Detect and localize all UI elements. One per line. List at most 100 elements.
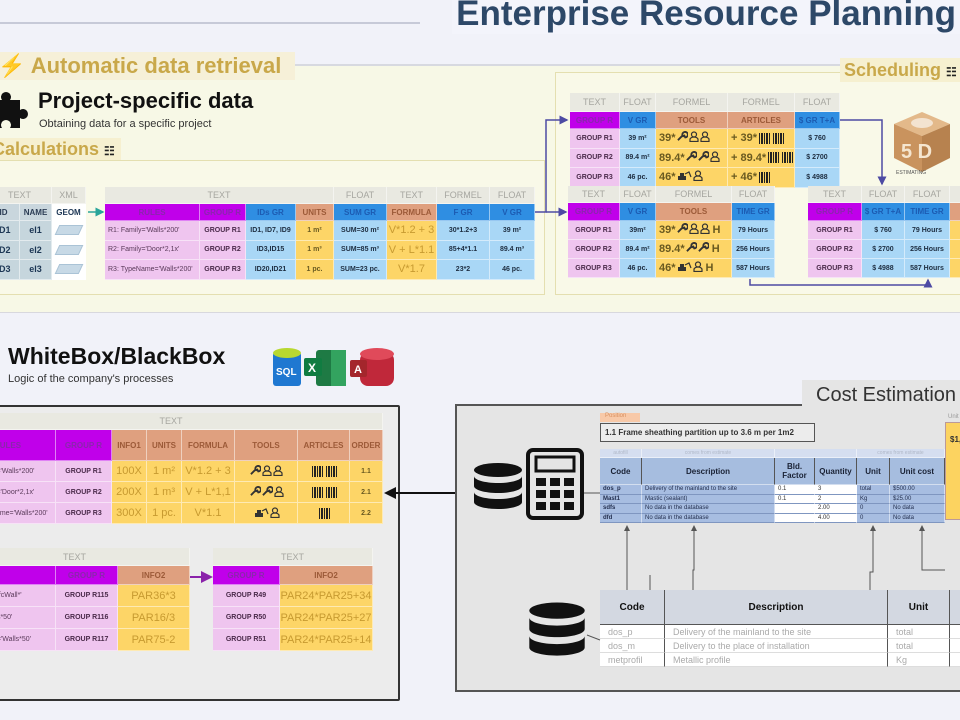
column-header[interactable]: FORMULA <box>182 430 235 461</box>
column-header[interactable]: GROUP R <box>808 203 862 221</box>
table-cell <box>775 513 815 523</box>
cell-text: 0 <box>860 514 864 521</box>
column-header[interactable]: RULES <box>0 430 56 461</box>
column-header-text: Unit <box>865 466 881 476</box>
column-header[interactable]: V GR <box>620 112 656 129</box>
table-cell: ID1 <box>0 221 20 241</box>
column-header-text: Description <box>748 601 804 613</box>
column-header[interactable]: Quantity <box>815 458 857 485</box>
cell-text: $500.00 <box>893 486 915 493</box>
cell-text: GROUP R1 <box>575 226 612 234</box>
column-header[interactable]: TOOLS <box>656 203 732 221</box>
column-header[interactable] <box>950 590 960 625</box>
barcode-icon <box>759 132 771 144</box>
column-header[interactable]: GEOM <box>52 204 86 221</box>
column-header[interactable]: ID <box>0 204 20 221</box>
column-header[interactable]: Code <box>600 590 665 625</box>
column-header[interactable]: ARTICLES <box>728 112 795 129</box>
column-header[interactable]: TIME GR <box>905 203 950 221</box>
table-cell: PAR24*PAR25+34 <box>280 585 373 607</box>
type-label-text: FLOAT <box>623 97 652 107</box>
table-cell: R3: TypeName='Walls*200' <box>0 503 56 524</box>
table-cell <box>52 240 86 260</box>
column-header[interactable]: Code <box>600 458 642 485</box>
wrench-icon <box>676 131 689 145</box>
cell-text: 39* <box>659 132 676 145</box>
column-header[interactable]: ORDER <box>350 430 383 461</box>
table-cell: 23*2 <box>437 260 490 280</box>
column-header[interactable]: Unit <box>857 458 890 485</box>
column-header[interactable]: NAME <box>20 204 52 221</box>
cell-text: PAR24*PAR25+34 <box>280 589 372 602</box>
table-cell <box>235 482 298 503</box>
cell-text: $ 4988 <box>872 264 894 272</box>
type-label-text: FORMEL <box>742 97 780 107</box>
column-header[interactable]: TIME GR <box>732 203 775 221</box>
table-cell: GROUP R3 <box>570 168 620 188</box>
type-label-text: XML <box>59 190 78 200</box>
whitebox-subtitle: Logic of the company's processes <box>8 373 174 385</box>
cell-text: el3 <box>29 264 42 275</box>
column-header[interactable]: V GR <box>620 203 656 221</box>
table-cell: 39 m² <box>620 129 656 149</box>
column-header[interactable]: F GR <box>437 204 490 221</box>
column-header[interactable]: INFO2 <box>118 566 190 585</box>
column-header[interactable]: UNITS <box>147 430 182 461</box>
table-cell: dos_p <box>600 485 642 495</box>
column-header[interactable]: $ GR T+A <box>795 112 840 129</box>
column-header[interactable]: Unit cost <box>890 458 945 485</box>
column-header[interactable]: INFO1 <box>112 430 147 461</box>
position-field[interactable]: 1.1 Frame sheathing partition up to 3.6 … <box>600 423 815 442</box>
column-header[interactable]: GROUP R <box>200 204 246 221</box>
table-cell: GROUP R51 <box>213 629 280 651</box>
column-header[interactable]: TOOLS <box>235 430 298 461</box>
column-header[interactable]: $ GR T+A <box>862 203 905 221</box>
column-header[interactable]: Unit <box>888 590 950 625</box>
column-header[interactable] <box>950 203 960 221</box>
column-header[interactable]: UNITS <box>296 204 334 221</box>
column-header[interactable] <box>0 566 56 585</box>
column-header[interactable]: Description <box>642 458 775 485</box>
table-cell: 256 Hours <box>905 240 950 259</box>
table-cell <box>52 221 86 241</box>
column-header[interactable]: GROUP R <box>568 203 620 221</box>
table-cell: No data in the database <box>642 504 775 514</box>
table-cell: 0.1 <box>775 494 815 504</box>
column-header[interactable]: TOOLS <box>656 112 728 129</box>
table-cell: GROUP R2 <box>568 240 620 259</box>
cell-text: 300X <box>116 507 142 519</box>
column-header-text: GROUP R <box>203 207 242 217</box>
column-header[interactable]: INFO2 <box>280 566 373 585</box>
column-header[interactable]: GROUP R <box>570 112 620 129</box>
cell-text: GROUP R51 <box>225 636 267 643</box>
column-header[interactable]: RULES <box>105 204 200 221</box>
cell-text: 46 pc. <box>627 173 648 181</box>
column-header[interactable]: SUM GR <box>334 204 387 221</box>
cell-text: V*1.1 <box>194 507 222 519</box>
table-cell: Mast1 <box>600 494 642 504</box>
cell-text: Delivery to the place of installation <box>673 640 810 651</box>
type-label-text: FLOAT <box>738 189 768 199</box>
column-header[interactable]: Description <box>665 590 888 625</box>
column-header[interactable]: GROUP R <box>56 566 118 585</box>
cell-text: 1 m² <box>307 226 322 234</box>
cell-text: 30*1.2+3 <box>448 226 478 234</box>
table-cell: GROUP R1 <box>56 461 112 482</box>
cell-text: GROUP R3 <box>576 173 613 181</box>
column-header[interactable]: IDs GR <box>246 204 296 221</box>
table-cell: 89.4*H <box>656 240 732 259</box>
worker-icon <box>699 223 710 237</box>
cell-text: GROUP R3 <box>65 509 102 517</box>
column-header[interactable]: ARTICLES <box>298 430 350 461</box>
type-label: TEXT <box>387 187 437 204</box>
column-header[interactable]: FORMULA <box>387 204 437 221</box>
column-header[interactable]: V GR <box>490 204 535 221</box>
column-header[interactable]: GROUP R <box>56 430 112 461</box>
column-header[interactable]: GROUP R <box>213 566 280 585</box>
type-label: TEXT <box>213 548 373 566</box>
table-cell <box>775 504 815 514</box>
type-label-text: TEXT <box>280 551 304 562</box>
column-header[interactable]: Bld. Factor <box>775 458 815 485</box>
